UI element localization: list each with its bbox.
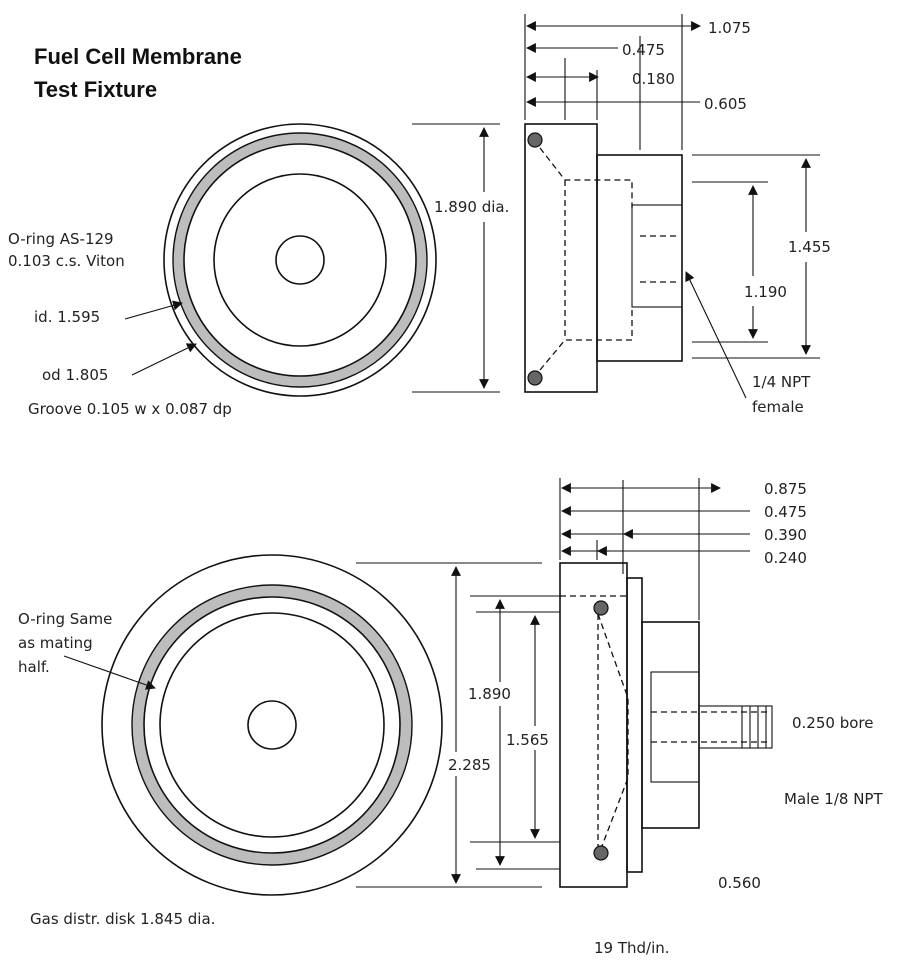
bottom-bore-label: 0.250 bore [792, 714, 873, 732]
bottom-oring-label-1: O-ring Same [18, 610, 112, 628]
top-dim-0180: 0.180 [632, 70, 675, 88]
bottom-hidden-channel [597, 613, 629, 847]
bottom-dim-stack: 0.875 0.475 0.390 0.240 [559, 478, 807, 620]
top-oring-label-1: O-ring AS-129 [8, 230, 114, 248]
bottom-dim-2285: 2.285 [448, 756, 491, 774]
top-od-leader [131, 343, 197, 376]
top-groove-label: Groove 0.105 w x 0.087 dp [28, 400, 232, 418]
bottom-dim-0875: 0.875 [764, 480, 807, 498]
top-side-oring-top [527, 132, 543, 148]
top-dim-1190: 1.190 [744, 283, 787, 301]
top-hidden-channel-lower [539, 306, 633, 371]
top-inner-face [213, 173, 387, 347]
bottom-gas-disk-label: Gas distr. disk 1.845 dia. [30, 910, 215, 928]
bottom-oring-label-3: half. [18, 658, 50, 676]
top-side-oring-bottom [527, 370, 543, 386]
bottom-front-view [101, 554, 443, 896]
top-front-view [163, 123, 437, 397]
top-npt-label-1: 1/4 NPT [752, 373, 811, 391]
top-side-view [524, 123, 683, 393]
bottom-side-view [559, 562, 773, 888]
top-groove-inner-edge [183, 143, 417, 377]
bottom-side-oring-bottom [593, 845, 609, 861]
top-right-dims: 1.455 1.190 [692, 154, 831, 359]
top-dim-1455: 1.455 [788, 238, 831, 256]
bottom-oring-leader [63, 655, 156, 690]
top-npt-port [631, 204, 683, 308]
title-line-1: Fuel Cell Membrane [34, 44, 242, 69]
bottom-male-npt-label: Male 1/8 NPT [784, 790, 883, 808]
bottom-side-oring-top [593, 600, 609, 616]
top-side-boss [596, 154, 683, 362]
title-line-2: Test Fixture [34, 77, 157, 102]
bottom-center-port [247, 700, 297, 750]
bottom-dim-0390: 0.390 [764, 526, 807, 544]
top-npt-leader [685, 271, 747, 399]
bottom-dim-1565: 1.565 [506, 731, 549, 749]
bottom-dim-1890: 1.890 [468, 685, 511, 703]
bottom-gas-disk [159, 612, 385, 838]
top-dim-0605: 0.605 [704, 95, 747, 113]
top-od-label: od 1.805 [42, 366, 108, 384]
bottom-dim-0560: 0.560 [718, 874, 761, 892]
top-side-flange [524, 123, 598, 393]
top-hidden-channel-upper [539, 147, 633, 208]
bottom-internal-cavity [650, 671, 700, 783]
top-id-label: id. 1.595 [34, 308, 100, 326]
bottom-vertical-dims: 2.285 1.890 1.565 [356, 562, 560, 888]
top-center-port [275, 235, 325, 285]
bottom-dim-0475: 0.475 [764, 503, 807, 521]
top-id-leader [124, 300, 183, 320]
top-outer-rim [163, 123, 437, 397]
bottom-groove-inner-edge [143, 596, 401, 854]
top-dim-1075: 1.075 [708, 19, 751, 37]
bottom-dim-0240: 0.240 [764, 549, 807, 567]
bottom-oring-label-2: as mating [18, 634, 93, 652]
bottom-outer-rim [101, 554, 443, 896]
bottom-side-flange [559, 562, 628, 888]
top-npt-label-2: female [752, 398, 804, 416]
top-dia-label: 1.890 dia. [434, 198, 509, 216]
top-dim-0475: 0.475 [622, 41, 665, 59]
bottom-thread-label: 19 Thd/in. [594, 939, 670, 957]
top-oring-label-2: 0.103 c.s. Viton [8, 252, 125, 270]
bottom-side-disk [626, 577, 643, 873]
top-dim-stack: 1.075 0.475 0.180 0.605 [524, 14, 751, 150]
